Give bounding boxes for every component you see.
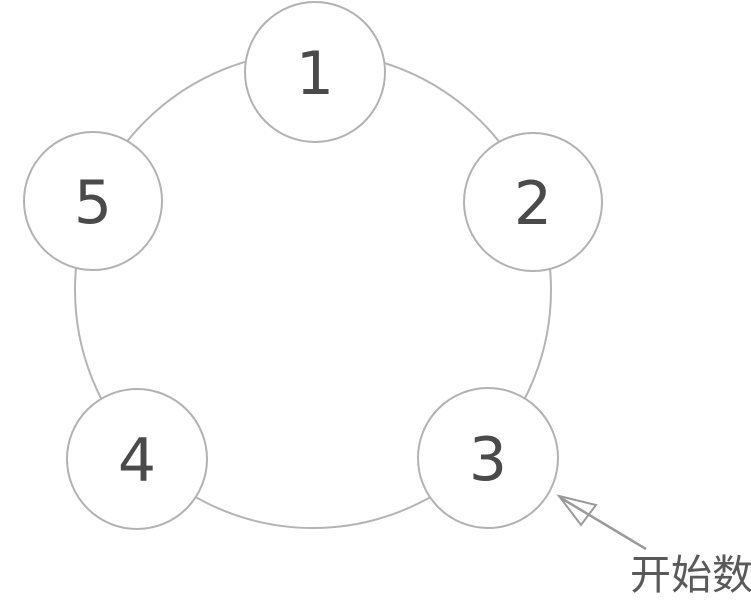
node-3: 3 <box>417 387 559 529</box>
node-circle-4 <box>66 388 208 530</box>
node-2: 2 <box>463 132 603 272</box>
node-label-3: 3 <box>469 425 507 495</box>
node-circle-3 <box>417 387 559 529</box>
node-label-4: 4 <box>118 426 156 496</box>
node-label-1: 1 <box>296 39 334 109</box>
annotation-label: 开始数 <box>630 551 751 599</box>
node-5: 5 <box>23 131 163 271</box>
node-label-2: 2 <box>514 169 552 239</box>
node-4: 4 <box>66 388 208 530</box>
arrow-shaft <box>560 496 647 551</box>
arrow-head-icon <box>556 494 598 527</box>
node-label-5: 5 <box>74 168 112 238</box>
node-circle-5 <box>23 131 163 271</box>
node-1: 1 <box>244 1 386 143</box>
annotation-arrow <box>556 494 647 551</box>
node-circle-2 <box>463 132 603 272</box>
node-circle-1 <box>244 1 386 143</box>
